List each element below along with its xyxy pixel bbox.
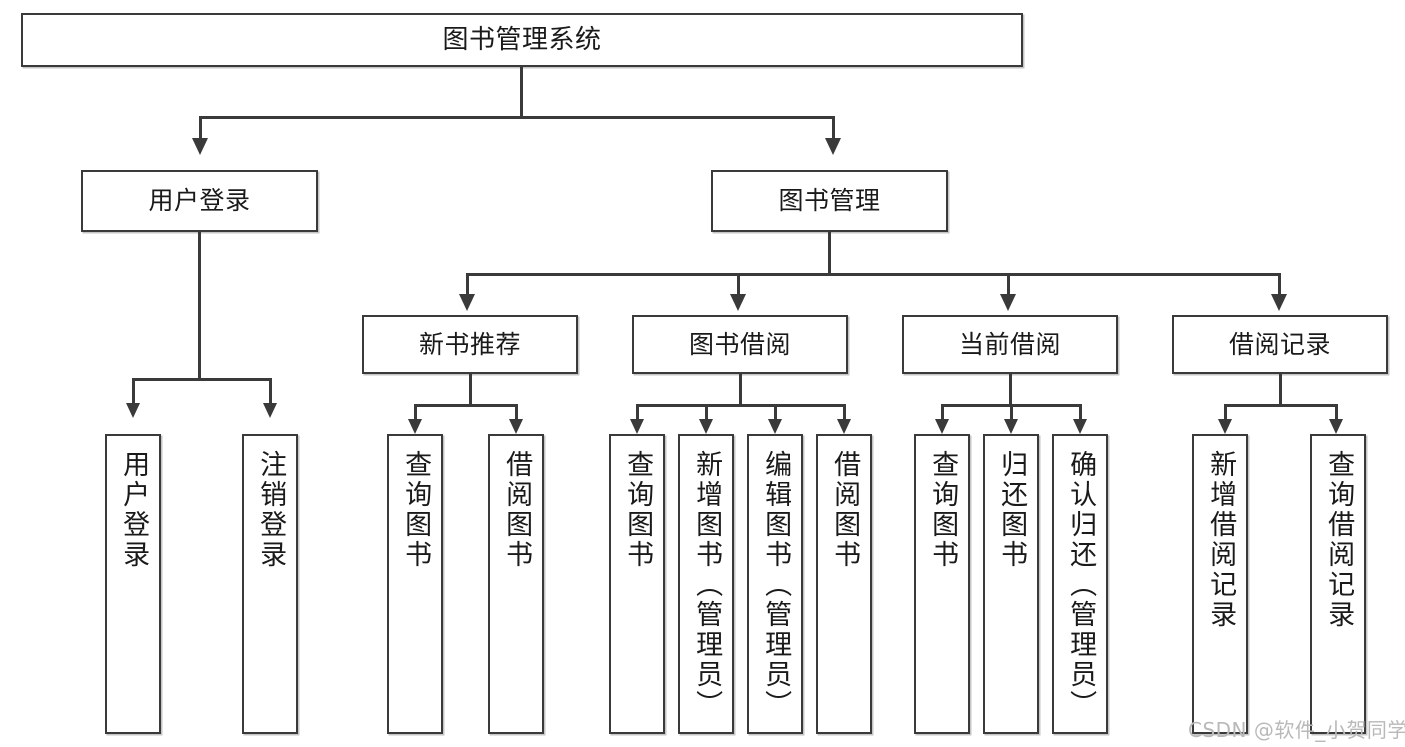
leaf-current-confirm-return-admin[interactable]: 确认归还（管理员） bbox=[1052, 434, 1108, 734]
node-book-management[interactable]: 图书管理 bbox=[711, 170, 948, 232]
node-label: 新增图书（管理员） bbox=[691, 450, 723, 720]
node-book-borrow[interactable]: 图书借阅 bbox=[632, 315, 848, 374]
arrow-to-borrow-leaf-3 bbox=[768, 419, 782, 434]
arrow-to-user-login bbox=[192, 138, 208, 155]
connector-recommend-drop-1 bbox=[414, 404, 417, 421]
connector-user-login-drop-1 bbox=[132, 378, 135, 405]
connector-borrow-stem bbox=[739, 374, 742, 406]
csdn-watermark: CSDN @软件_小贺同学 bbox=[1188, 718, 1405, 742]
node-label: 图书借阅 bbox=[688, 329, 791, 359]
connector-user-login-drop-2 bbox=[269, 378, 272, 405]
connector-root-bus bbox=[199, 116, 834, 119]
connector-l3-drop-1 bbox=[466, 273, 469, 296]
connector-record-stem bbox=[1279, 374, 1282, 406]
node-label: 新增借阅记录 bbox=[1205, 450, 1237, 630]
connector-current-drop-2 bbox=[1010, 404, 1013, 421]
connector-recommend-bus bbox=[414, 404, 517, 407]
node-user-login[interactable]: 用户登录 bbox=[81, 170, 318, 232]
connector-record-drop-2 bbox=[1335, 404, 1338, 421]
arrow-to-current-borrow bbox=[1000, 294, 1016, 311]
leaf-record-add-record[interactable]: 新增借阅记录 bbox=[1192, 434, 1248, 734]
arrow-to-borrow-leaf-2 bbox=[699, 419, 713, 434]
connector-root-drop-left bbox=[199, 116, 202, 140]
node-label: 确认归还（管理员） bbox=[1065, 450, 1097, 720]
node-label: 借阅记录 bbox=[1228, 329, 1331, 359]
arrow-to-borrow-leaf-4 bbox=[837, 419, 851, 434]
arrow-to-current-leaf-2 bbox=[1004, 419, 1018, 434]
leaf-current-query-book[interactable]: 查询图书 bbox=[914, 434, 970, 734]
leaf-user-login[interactable]: 用户登录 bbox=[105, 434, 161, 734]
connector-l3-drop-4 bbox=[1278, 273, 1281, 296]
connector-book-mgmt-stem bbox=[828, 232, 831, 275]
node-borrow-record[interactable]: 借阅记录 bbox=[1172, 315, 1388, 374]
arrow-to-user-login-leaf bbox=[126, 403, 140, 418]
node-label: 借阅图书 bbox=[501, 450, 533, 570]
connector-root-drop-right bbox=[832, 116, 835, 140]
connector-current-stem bbox=[1009, 374, 1012, 406]
node-current-borrow[interactable]: 当前借阅 bbox=[902, 315, 1118, 374]
connector-user-login-bus bbox=[132, 378, 269, 381]
connector-record-bus bbox=[1224, 404, 1337, 407]
node-label: 查询借阅记录 bbox=[1323, 450, 1355, 630]
connector-borrow-drop-2 bbox=[705, 404, 708, 421]
arrow-to-book-borrow bbox=[730, 294, 746, 311]
connector-l3-drop-3 bbox=[1007, 273, 1010, 296]
leaf-borrow-add-book-admin[interactable]: 新增图书（管理员） bbox=[678, 434, 734, 734]
node-label: 用户登录 bbox=[118, 450, 150, 570]
arrow-to-recommend-leaf-1 bbox=[408, 419, 422, 434]
connector-l3-drop-2 bbox=[737, 273, 740, 296]
leaf-borrow-edit-book-admin[interactable]: 编辑图书（管理员） bbox=[747, 434, 803, 734]
leaf-recommend-query-book[interactable]: 查询图书 bbox=[387, 434, 443, 734]
connector-borrow-drop-1 bbox=[636, 404, 639, 421]
node-root-book-management-system[interactable]: 图书管理系统 bbox=[21, 13, 1023, 67]
arrow-to-recommend-leaf-2 bbox=[509, 419, 523, 434]
connector-book-mgmt-bus bbox=[466, 273, 1280, 276]
arrow-to-borrow-leaf-1 bbox=[630, 419, 644, 434]
arrow-to-borrow-record bbox=[1271, 294, 1287, 311]
leaf-borrow-borrow-book[interactable]: 借阅图书 bbox=[816, 434, 872, 734]
leaf-current-return-book[interactable]: 归还图书 bbox=[983, 434, 1039, 734]
node-label: 查询图书 bbox=[400, 450, 432, 570]
leaf-record-query-record[interactable]: 查询借阅记录 bbox=[1310, 434, 1366, 734]
node-label: 注销登录 bbox=[255, 450, 287, 570]
connector-record-drop-1 bbox=[1224, 404, 1227, 421]
arrow-to-book-management bbox=[825, 138, 841, 155]
node-label: 新书推荐 bbox=[418, 329, 521, 359]
arrow-to-new-book-recommend bbox=[459, 294, 475, 311]
node-label: 编辑图书（管理员） bbox=[760, 450, 792, 720]
connector-recommend-stem bbox=[469, 374, 472, 406]
node-new-book-recommend[interactable]: 新书推荐 bbox=[362, 315, 578, 374]
node-label: 用户登录 bbox=[148, 186, 251, 216]
connector-root-stem bbox=[520, 67, 523, 118]
arrow-to-current-leaf-3 bbox=[1073, 419, 1087, 434]
connector-recommend-drop-2 bbox=[515, 404, 518, 421]
node-label: 图书管理系统 bbox=[442, 24, 602, 55]
arrow-to-current-leaf-1 bbox=[935, 419, 949, 434]
arrow-to-record-leaf-1 bbox=[1218, 419, 1232, 434]
connector-borrow-bus bbox=[636, 404, 845, 407]
node-label: 查询图书 bbox=[927, 450, 959, 570]
leaf-logout[interactable]: 注销登录 bbox=[242, 434, 298, 734]
node-label: 当前借阅 bbox=[958, 329, 1061, 359]
node-label: 归还图书 bbox=[996, 450, 1028, 570]
arrow-to-logout-leaf bbox=[263, 403, 277, 418]
connector-user-login-stem bbox=[198, 232, 201, 380]
node-label: 查询图书 bbox=[622, 450, 654, 570]
connector-current-drop-1 bbox=[941, 404, 944, 421]
leaf-recommend-borrow-book[interactable]: 借阅图书 bbox=[488, 434, 544, 734]
leaf-borrow-query-book[interactable]: 查询图书 bbox=[609, 434, 665, 734]
connector-current-drop-3 bbox=[1079, 404, 1082, 421]
connector-borrow-drop-3 bbox=[774, 404, 777, 421]
node-label: 图书管理 bbox=[778, 186, 881, 216]
connector-borrow-drop-4 bbox=[843, 404, 846, 421]
node-label: 借阅图书 bbox=[829, 450, 861, 570]
arrow-to-record-leaf-2 bbox=[1329, 419, 1343, 434]
